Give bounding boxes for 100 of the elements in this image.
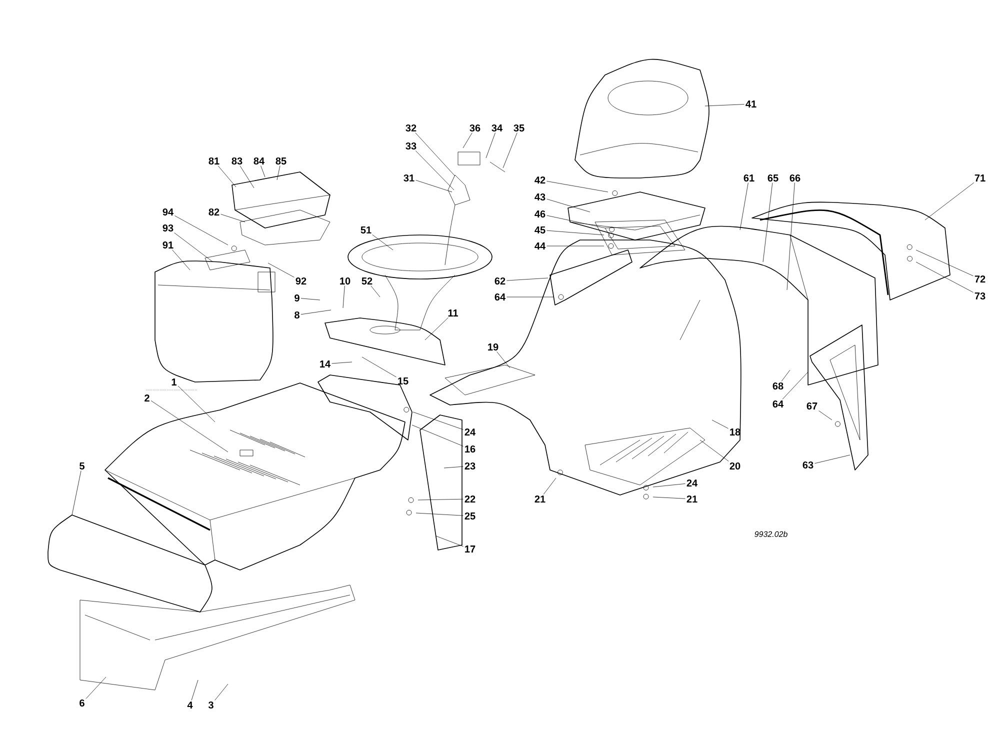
callout-number: 3 [208,701,214,709]
callout-number: 91 [162,241,174,249]
leader-line [462,132,472,148]
callout-number: 42 [534,176,546,184]
callout-number: 64 [494,293,506,301]
leader-line [150,400,228,452]
callout-number: 24 [464,428,476,436]
leader-line [218,166,236,188]
callout-number: 62 [494,277,506,285]
callout-number: 83 [232,157,242,165]
callout-number: 2 [144,394,150,402]
leader-line [814,454,850,464]
leader-line [546,198,590,212]
leader-line [786,182,795,290]
leader-line [424,317,448,340]
callout-number: 32 [406,124,416,132]
callout-number: 24 [686,480,698,486]
leader-line [300,298,320,300]
callout-number: 11 [448,310,458,316]
leader-line [916,250,974,276]
callout-number: 43 [534,193,546,201]
callout-number: 73 [974,292,986,300]
leader-line [444,466,464,468]
leader-line [412,412,464,430]
leader-line [214,684,228,700]
leader-line [418,498,464,500]
leader-line [652,484,686,488]
callout-number: 5 [80,462,84,470]
callout-number: 19 [488,343,498,351]
leader-line [174,232,214,262]
callout-number: 4 [187,702,193,708]
callout-number: 1 [172,378,176,386]
leader-line [496,352,510,368]
callout-number: 63 [802,461,814,469]
leader-line [781,370,790,382]
leader-line [174,216,228,246]
leader-line [924,182,974,220]
leader-line [72,470,82,516]
callout-number: 84 [254,157,264,165]
leader-line [712,420,728,429]
leader-line [415,132,456,176]
callout-number: 64 [772,400,784,408]
callout-number: 25 [464,512,476,520]
leader-line [220,214,246,222]
callout-number: 35 [514,124,524,132]
callout-number: 93 [162,224,174,232]
leader-line [191,680,198,701]
leader-line [502,132,518,168]
leader-line [486,132,496,158]
callout-number: 67 [806,402,818,410]
leader-line [818,410,832,420]
leader-line [546,181,608,192]
leader-line [240,166,254,188]
leader-line [700,440,729,462]
callout-number: 34 [492,124,502,132]
callout-number: 52 [362,277,372,285]
leader-line [546,230,604,236]
callout-number: 21 [534,496,546,502]
leader-line [172,250,190,270]
callout-number: 6 [80,699,84,707]
callout-number: 9 [294,294,300,302]
callout-number: 68 [772,382,784,390]
leader-line [300,310,332,315]
callout-number: 8 [294,311,300,319]
leader-line [652,496,686,499]
callout-number: 21 [686,496,698,502]
leader-line [178,386,216,422]
leader-line [416,512,464,516]
leader-line [268,262,294,278]
callout-number: 61 [744,174,754,182]
leader-line [543,478,556,495]
callout-number: 65 [768,174,778,182]
callout-number: 92 [296,277,306,285]
leader-line [370,286,380,298]
callout-number: 45 [534,226,546,234]
callout-number: 81 [208,157,220,165]
leader-line [342,286,345,308]
callout-number: 66 [790,174,800,182]
callout-number: 17 [465,546,476,552]
leader-line [916,262,974,293]
leader-line [762,182,773,262]
callout-number: 85 [276,157,286,165]
callout-number: 71 [974,174,986,182]
leader-line [415,150,454,190]
leader-line [546,215,606,228]
callout-number: 51 [360,226,372,234]
leader-line [506,278,548,281]
leader-line [416,180,452,192]
leader-line [362,356,396,378]
leader-line [740,182,748,230]
callout-number: 33 [406,142,416,150]
leader-line [782,372,808,400]
callout-number: 23 [464,462,476,470]
leader-line [86,676,106,699]
leader-line [372,234,394,250]
callout-number: 16 [465,445,476,453]
callout-number: 72 [974,276,986,282]
callout-number: 10 [340,277,350,285]
leader-line [332,362,352,364]
leader-line [276,166,280,180]
